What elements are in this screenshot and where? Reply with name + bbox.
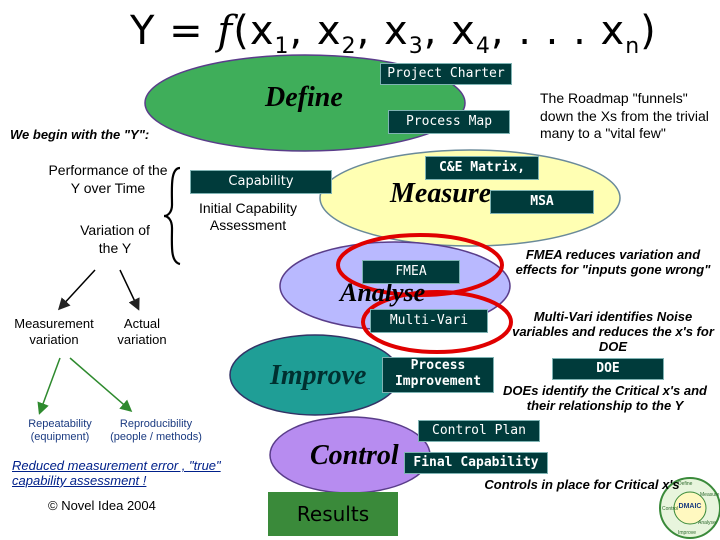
arrow-measurement (57, 269, 96, 311)
reproducibility-sub: (people / methods) (110, 431, 202, 444)
control-plan-tag: Control Plan (418, 420, 540, 442)
capability-tag: Capability (190, 170, 332, 194)
actual-variation-text: Actual variation (117, 316, 167, 348)
multivari-note: Multi-Vari identifies Noise variables an… (512, 309, 714, 354)
process-map-tag: Process Map (388, 110, 510, 134)
variation-text: Variation of the Y (80, 222, 150, 256)
initial-capability-text: Initial Capability Assessment (198, 200, 298, 233)
improve-label: Improve (270, 360, 367, 391)
copyright-text: © Novel Idea 2004 (48, 498, 156, 513)
final-capability-tag: Final Capability (404, 452, 548, 474)
controls-note: Controls in place for Critical x's (484, 477, 680, 492)
logo-ring-improve: Improve (678, 530, 697, 536)
measure-label: Measure (390, 178, 492, 209)
fmea-tag: FMEA (362, 260, 460, 284)
repeatability-sub: (equipment) (30, 431, 90, 444)
logo-ring-analyse: Analyse (698, 520, 716, 526)
performance-text: Performance of the Y over Time (48, 162, 168, 196)
logo-ring-measure: Measure (700, 492, 720, 498)
fmea-note: FMEA reduces variation and effects for "… (515, 247, 711, 277)
repeatability-text: Repeatability (equipment) (20, 418, 100, 444)
logo-ring-define: Define (678, 481, 693, 487)
formula-title: Y = f(x1, x2, x3, x4, . . . xn) (130, 8, 657, 59)
msa-tag: MSA (490, 190, 594, 214)
process-improvement-tag: Process Improvement (382, 357, 494, 393)
brace (163, 166, 181, 266)
dmaic-logo (659, 477, 720, 539)
repeatability-label: Repeatability (28, 418, 92, 430)
multivari-highlight (361, 290, 513, 354)
results-box: Results (268, 492, 398, 536)
reproducibility-label: Reproducibility (119, 418, 193, 430)
reproducibility-text: Reproducibility (people / methods) (100, 418, 212, 444)
logo-ring-control: Control (662, 506, 679, 512)
measurement-variation-text: Measurement variation (14, 316, 94, 348)
measure-ellipse (319, 149, 621, 247)
roadmap-note: The Roadmap "funnels" down the Xs from t… (540, 90, 709, 141)
project-charter-tag: Project Charter (380, 63, 512, 85)
arrow-actual (119, 269, 140, 311)
doe-note: DOEs identify the Critical x's and their… (503, 383, 707, 413)
ce-matrix-tag: C&E Matrix, (425, 156, 539, 180)
fmea-highlight (336, 233, 504, 297)
arrow-reproducibility (69, 357, 133, 412)
reduced-error-text: Reduced measurement error , "true" capab… (12, 458, 221, 488)
doe-tag: DOE (552, 358, 664, 380)
control-label: Control (310, 440, 399, 471)
define-label: Define (265, 82, 343, 113)
arrow-repeatability (37, 357, 61, 415)
logo-center-text: DMAIC (678, 503, 702, 510)
intro-text: We begin with the "Y": (10, 127, 150, 142)
multi-vari-tag: Multi-Vari (370, 309, 488, 333)
